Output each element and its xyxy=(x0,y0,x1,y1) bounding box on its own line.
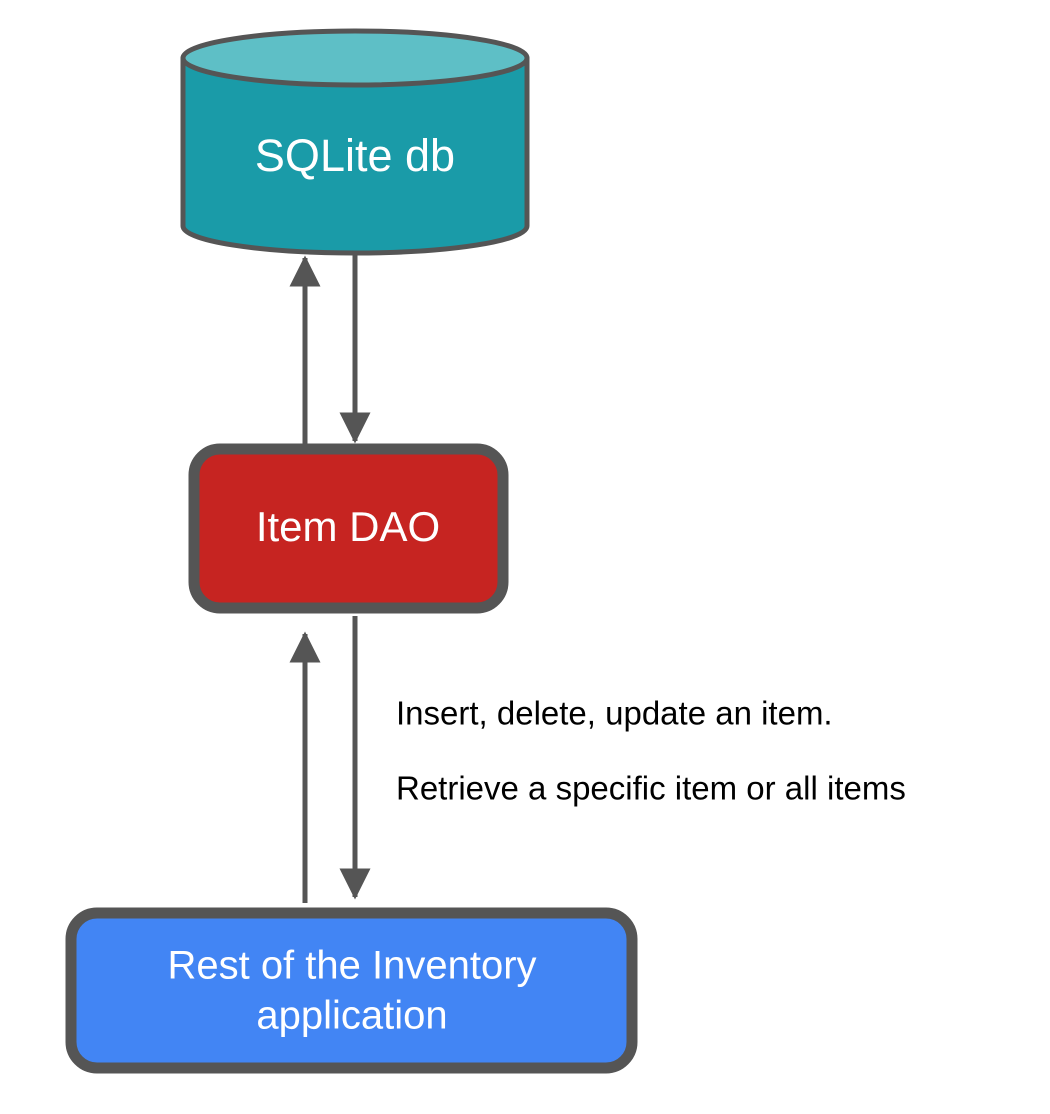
node-sqlite-db: SQLite db xyxy=(180,28,530,256)
cylinder-top xyxy=(180,28,530,88)
inventory-app-label-line2: application xyxy=(256,994,447,1038)
sqlite-db-label: SQLite db xyxy=(255,130,455,181)
annotation-note-read: Retrieve a specific item or all items xyxy=(396,770,906,807)
node-inventory-app: Rest of the Inventory application xyxy=(65,907,638,1074)
cylinder-body xyxy=(180,55,530,256)
node-item-dao: Item DAO xyxy=(188,443,509,614)
annotation-note-write: Insert, delete, update an item. xyxy=(396,695,833,732)
item-dao-label: Item DAO xyxy=(256,503,440,550)
inventory-app-label-line1: Rest of the Inventory xyxy=(167,944,536,988)
item-dao-box xyxy=(188,443,509,614)
inventory-app-box xyxy=(65,907,638,1074)
